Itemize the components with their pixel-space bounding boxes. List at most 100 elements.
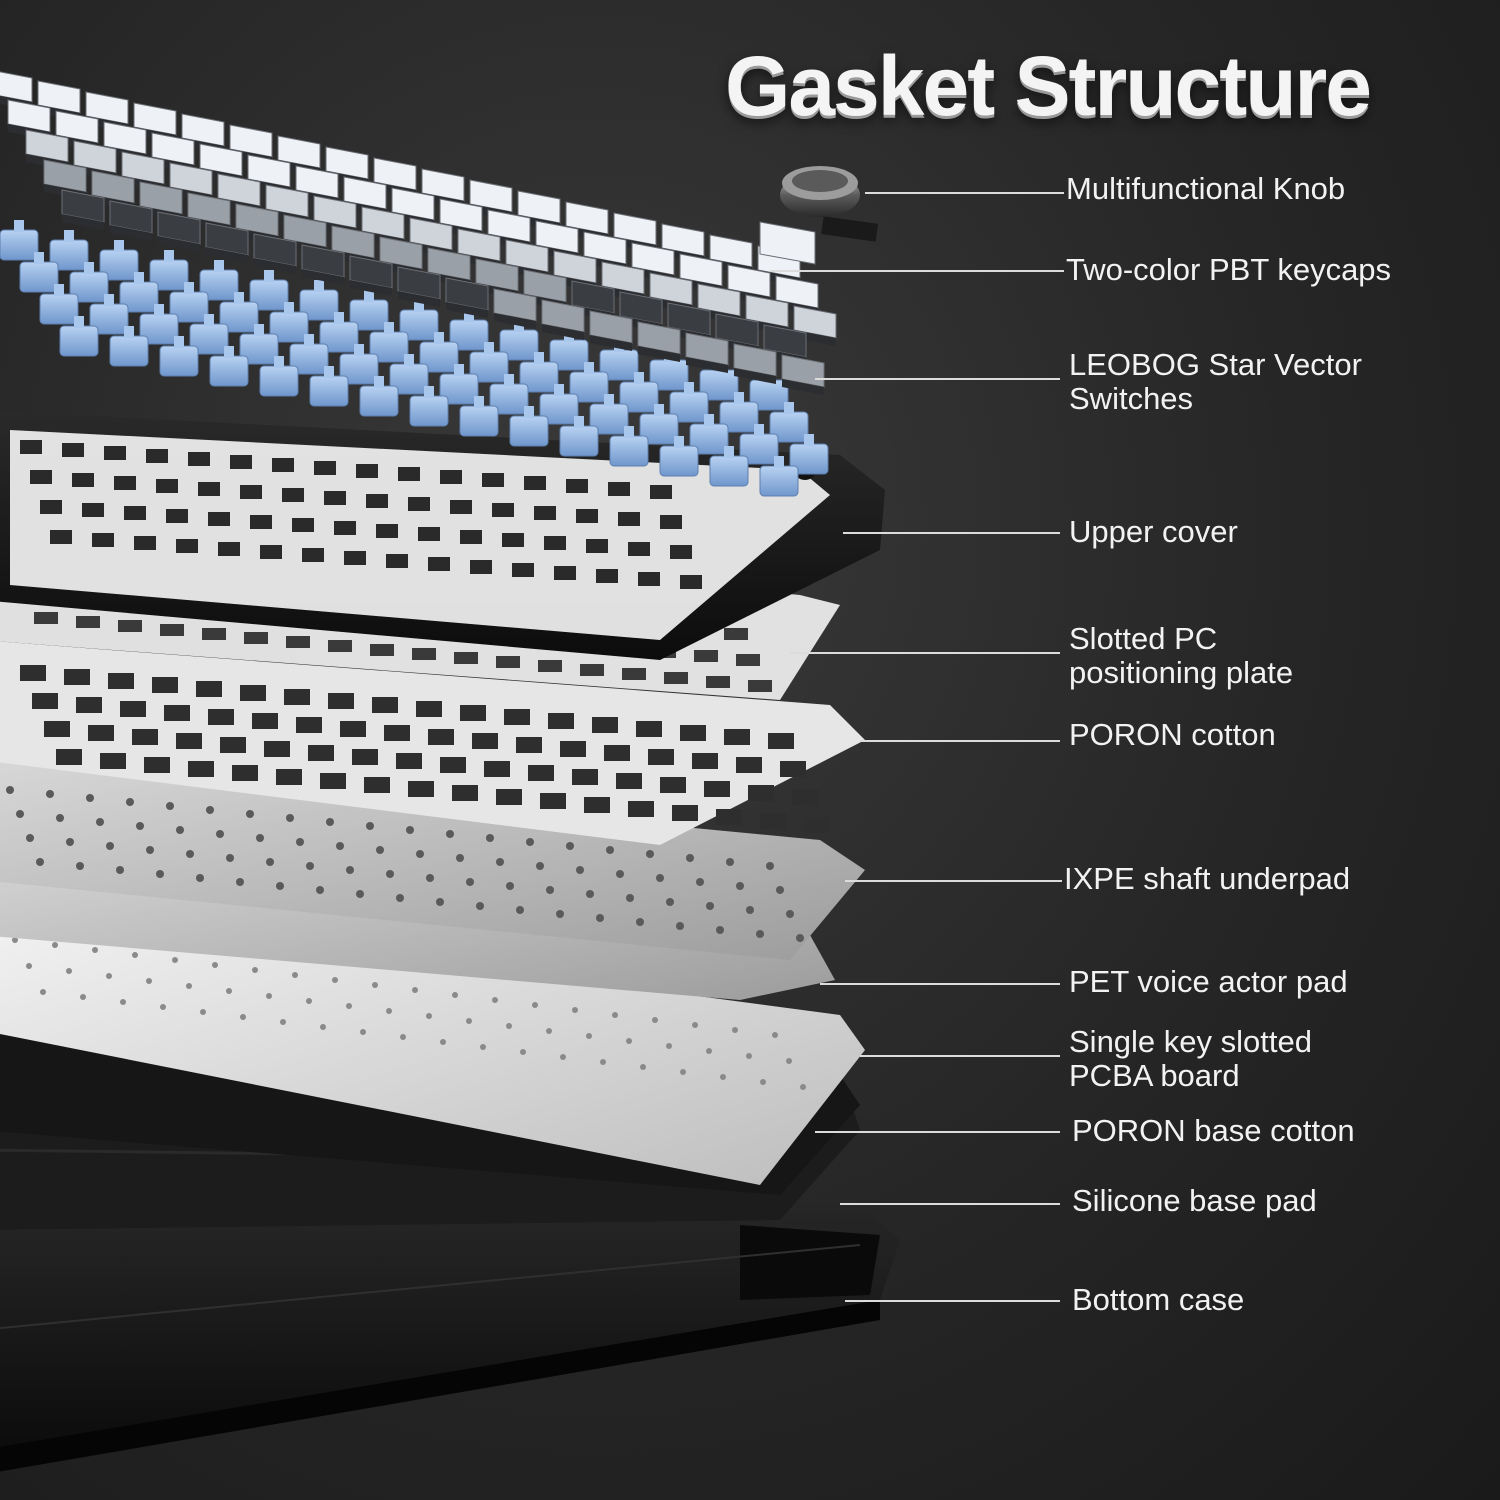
cover-cutout (324, 491, 346, 505)
plate-slot (724, 628, 748, 640)
switch-stem (414, 300, 424, 312)
pcb-dot (26, 963, 32, 969)
pad-dot (126, 798, 134, 806)
cover-cutout (124, 506, 146, 520)
switch-stem (354, 344, 364, 356)
pad-dot (506, 882, 514, 890)
pad-dot (446, 830, 454, 838)
switch-stem (124, 326, 134, 338)
switch-stem (154, 304, 164, 316)
keycap-side (206, 247, 248, 263)
label-poron-base: PORON base cotton (1072, 1114, 1355, 1148)
label-line: Switches (1069, 381, 1194, 416)
label-line: Multifunctional Knob (1066, 171, 1346, 206)
keycap-side (782, 379, 824, 395)
pcba-board-layer (0, 902, 865, 1185)
keycap-side (494, 313, 536, 329)
pcb-dot (412, 987, 418, 993)
switch-stem (454, 364, 464, 376)
switch-stem (464, 310, 474, 322)
cotton-cutout (232, 765, 258, 781)
pad-dot (346, 866, 354, 874)
pad-dot (456, 854, 464, 862)
plate-slot (694, 650, 718, 662)
pad-dot (566, 842, 574, 850)
keycap-side (350, 280, 392, 296)
cotton-cutout (636, 721, 662, 737)
cotton-cutout (240, 685, 266, 701)
cotton-cutout (604, 745, 630, 761)
pcb-dot (186, 983, 192, 989)
cotton-cutout (452, 785, 478, 801)
leader-line-poron-base (815, 1131, 1060, 1133)
pcb-dot (600, 1059, 606, 1065)
cover-cutout (356, 464, 378, 478)
pad-dot (296, 838, 304, 846)
pcb-dot (520, 1049, 526, 1055)
switch-stem (424, 386, 434, 398)
pad-dot (696, 878, 704, 886)
switch-stem (284, 302, 294, 314)
keycap-side (110, 225, 152, 241)
pad-dot (666, 898, 674, 906)
cover-cutout (428, 557, 450, 571)
cover-cutout (176, 539, 198, 553)
switch-stem (524, 406, 534, 418)
switch (19, 261, 59, 293)
cover-cutout (670, 545, 692, 559)
cover-cutout (114, 476, 136, 490)
cover-cutout (156, 479, 178, 493)
pcb-dot (120, 999, 126, 1005)
pcb-dot (160, 1004, 166, 1010)
pad-dot (106, 842, 114, 850)
plate-slot (244, 632, 268, 644)
pcb-dot (12, 937, 18, 943)
cotton-cutout (56, 749, 82, 765)
pcb-dot (252, 967, 258, 973)
plate-slot (454, 652, 478, 664)
pad-dot (136, 822, 144, 830)
pad-dot (536, 862, 544, 870)
cover-cutout (554, 566, 576, 580)
cover-cutout (566, 479, 588, 493)
pcb-dot (692, 1022, 698, 1028)
pad-dot (256, 834, 264, 842)
cover-cutout (20, 440, 42, 454)
cover-cutout (470, 560, 492, 574)
pad-dot (676, 922, 684, 930)
pad-dot (336, 842, 344, 850)
cover-cutout (586, 539, 608, 553)
pcb-dot (800, 1084, 806, 1090)
cotton-cutout (472, 733, 498, 749)
cover-cutout (440, 470, 462, 484)
label-line: Two-color PBT keycaps (1066, 252, 1392, 287)
cotton-cutout (660, 777, 686, 793)
pcb-dot (546, 1028, 552, 1034)
leader-line-pet-pad (820, 983, 1060, 985)
label-line: PORON cotton (1069, 717, 1276, 752)
cotton-cutout (296, 717, 322, 733)
pad-dot (426, 874, 434, 882)
cover-cutout (198, 482, 220, 496)
cotton-cutout (460, 705, 486, 721)
pad-dot (616, 870, 624, 878)
cotton-cutout (804, 817, 830, 833)
cotton-cutout (768, 733, 794, 749)
keycap-side (686, 357, 728, 373)
cotton-cutout (88, 725, 114, 741)
cotton-cutout (132, 729, 158, 745)
pad-dot (156, 870, 164, 878)
pcb-dot (346, 1003, 352, 1009)
cotton-cutout (340, 721, 366, 737)
pad-dot (176, 826, 184, 834)
cotton-cutout (792, 789, 818, 805)
cotton-cutout (428, 729, 454, 745)
pad-dot (306, 862, 314, 870)
pcb-dot (266, 993, 272, 999)
plate-slot (538, 660, 562, 672)
cover-cutout (608, 482, 630, 496)
pad-dot (526, 838, 534, 846)
label-pet-pad: PET voice actor pad (1069, 965, 1348, 999)
switch-stem (164, 250, 174, 262)
